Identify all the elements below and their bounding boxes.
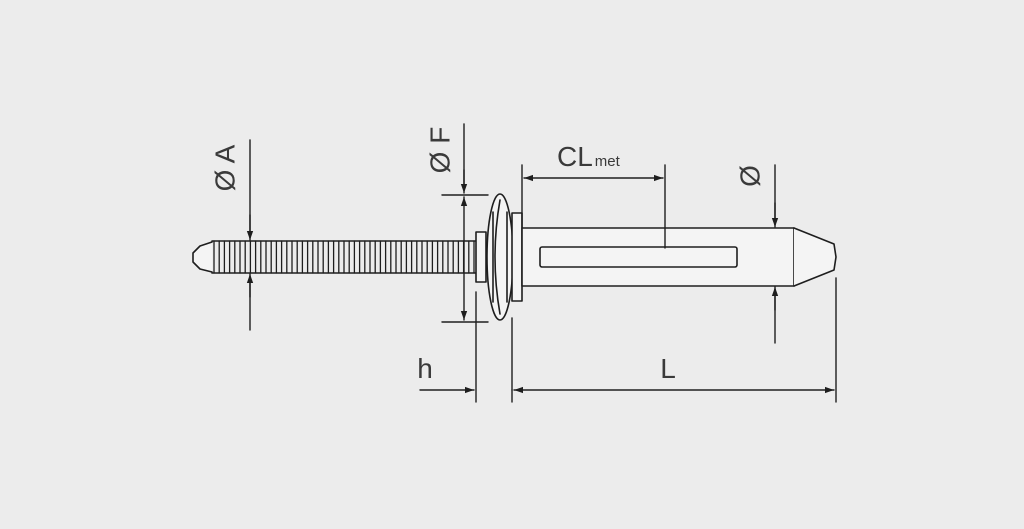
flange-outer <box>486 193 514 321</box>
length-label: L <box>660 353 676 384</box>
mandrel-collar <box>475 231 487 283</box>
body-diameter-label: Ø <box>734 165 765 187</box>
dimension-arrows <box>246 169 835 394</box>
head-height-label: h <box>417 353 433 384</box>
rivet-body <box>521 227 837 287</box>
flange-inner-arc <box>494 199 501 315</box>
clamp-length-main: CL <box>557 141 593 172</box>
diameter-a-label: Ø A <box>209 144 240 191</box>
diameter-f-label: Ø F <box>424 127 455 174</box>
rivet-head <box>475 193 523 321</box>
clamp-length-subscript: met <box>595 153 621 170</box>
body-tip <box>793 227 837 287</box>
mandrel-tip <box>192 241 213 273</box>
body-slot <box>539 246 738 268</box>
mandrel <box>192 240 479 274</box>
mandrel-threads <box>213 240 475 274</box>
body-shoulder <box>511 212 523 302</box>
